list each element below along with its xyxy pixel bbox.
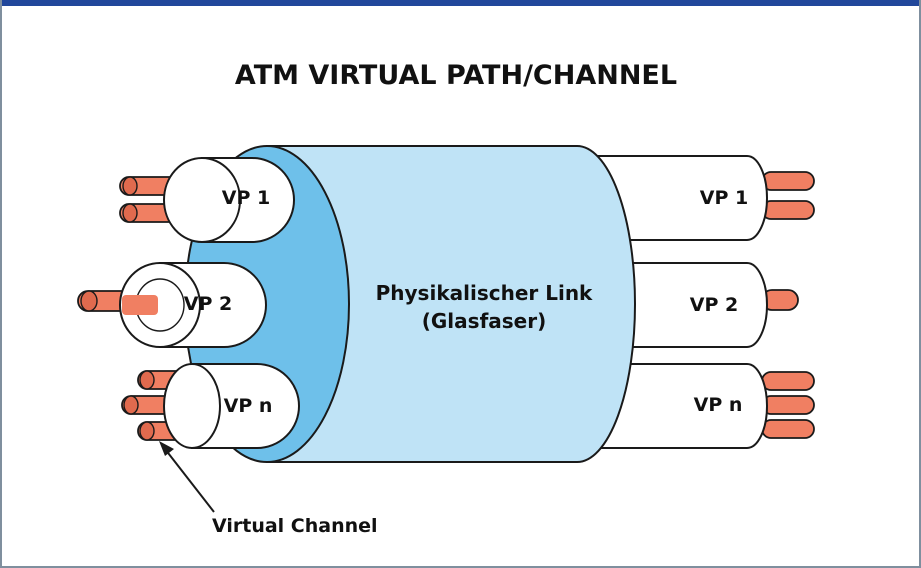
header-accent-bar <box>2 0 919 6</box>
virtual-channel-label: Virtual Channel <box>212 515 378 537</box>
left-vpn-cable: VP n <box>121 363 300 449</box>
left-vp2-cable: VP 2 <box>77 262 267 348</box>
fiber-label-line2: (Glasfaser) <box>422 309 546 333</box>
diagram-title: ATM VIRTUAL PATH/CHANNEL <box>235 60 677 91</box>
left-vp2-label: VP 2 <box>184 293 232 315</box>
right-vpn-label: VP n <box>694 394 743 416</box>
virtual-channel-callout: Virtual Channel <box>159 441 378 537</box>
left-vp1-cable: VP 1 <box>119 157 295 243</box>
callout-arrow <box>164 448 215 513</box>
right-vp1-label: VP 1 <box>700 187 748 209</box>
arrowhead-icon <box>159 441 174 456</box>
left-vpn-label: VP n <box>224 395 273 417</box>
fiber-label-line1: Physikalischer Link <box>376 281 593 305</box>
left-vp1-label: VP 1 <box>222 187 270 209</box>
right-vp2-label: VP 2 <box>690 294 738 316</box>
